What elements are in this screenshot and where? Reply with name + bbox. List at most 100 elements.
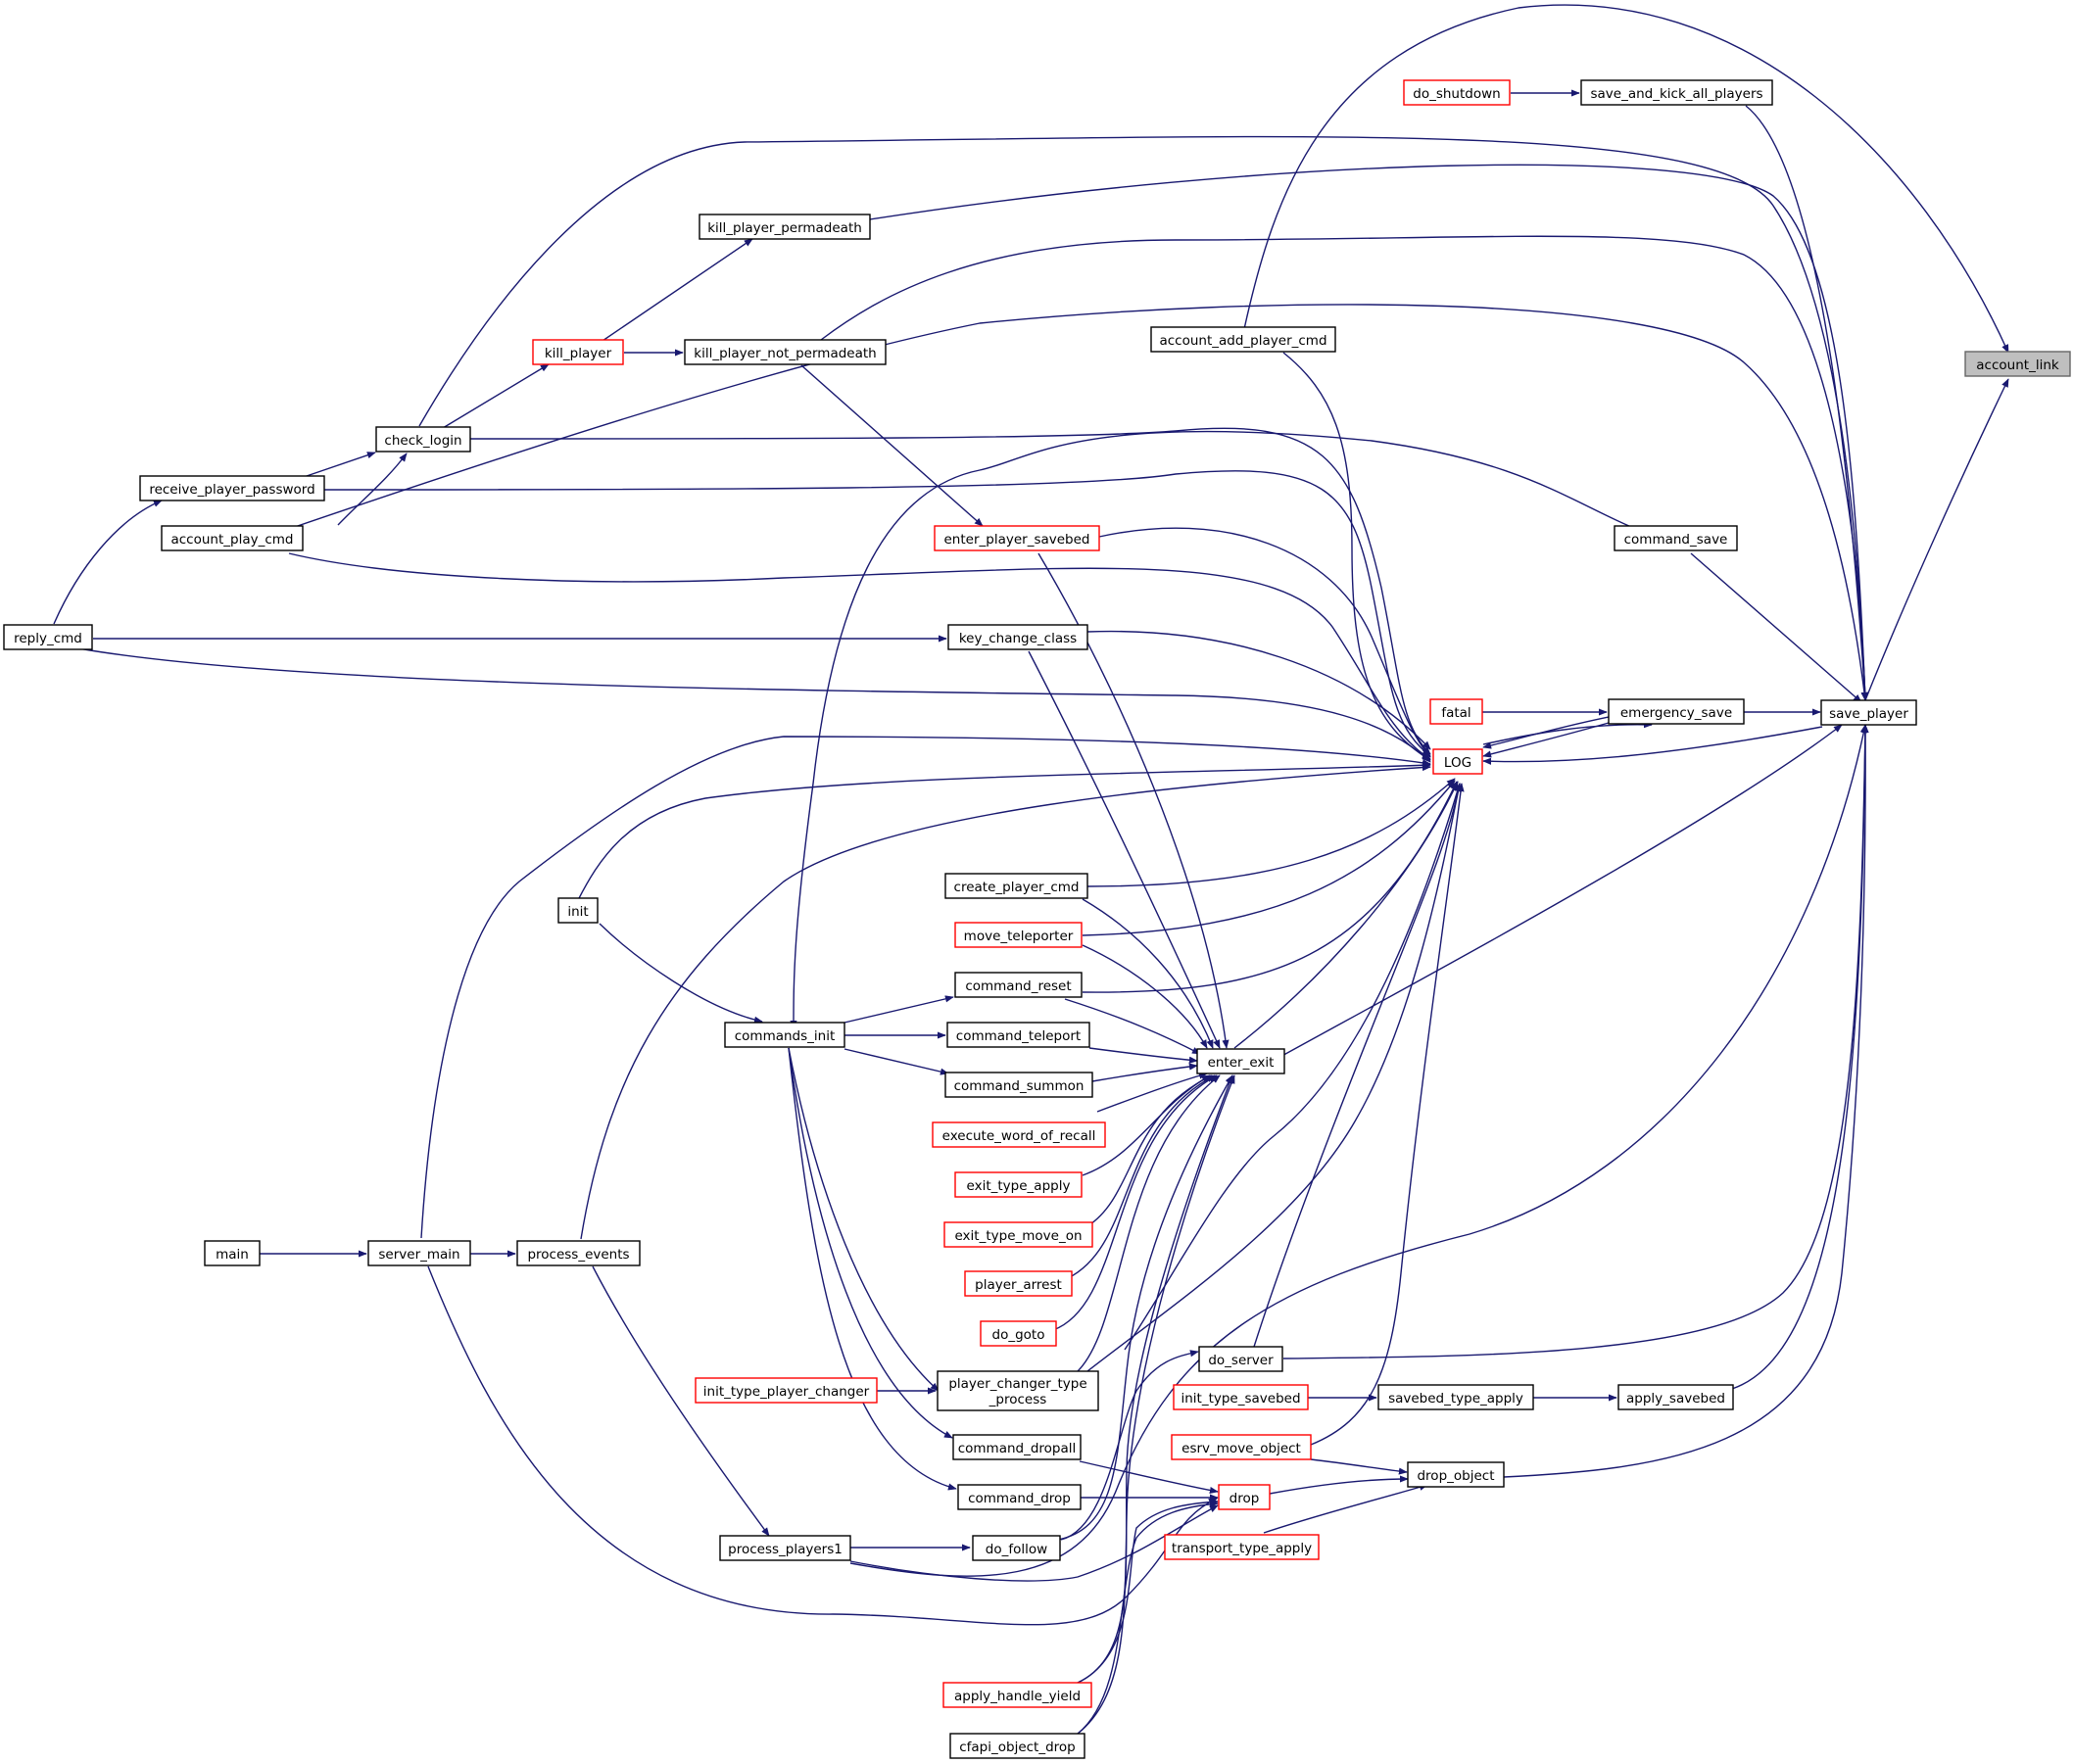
node-player-changer-type-process[interactable]: player_changer_type _process (937, 1370, 1099, 1411)
edge-cfapi_object_drop-enter_exit (1077, 1074, 1235, 1735)
node-do-server[interactable]: do_server (1198, 1346, 1283, 1372)
node-command-save[interactable]: command_save (1614, 525, 1738, 551)
node-esrv-move-object[interactable]: esrv_move_object (1171, 1434, 1312, 1460)
edge-kill_player_not_permadeath-enter_player_savebed (800, 364, 984, 527)
edge-do_follow-enter_exit (1057, 1074, 1233, 1541)
node-label: exit_type_move_on (954, 1228, 1082, 1244)
edge-enter_exit-save_player (1278, 724, 1843, 1059)
edge-do_server-save_player (1282, 724, 1869, 1359)
edge-do_server-LOG (1253, 783, 1462, 1348)
node-label: server_main (378, 1247, 459, 1263)
node-account-play-cmd[interactable]: account_play_cmd (161, 525, 304, 551)
node-save-and-kick-all-players[interactable]: save_and_kick_all_players (1580, 79, 1773, 106)
edge-enter_player_savebed-enter_exit (1037, 552, 1229, 1049)
node-save-player[interactable]: save_player (1820, 699, 1917, 726)
node-label: key_change_class (959, 631, 1077, 646)
node-account-add-player-cmd[interactable]: account_add_player_cmd (1150, 326, 1336, 353)
node-account-link[interactable]: account_link (1964, 351, 2071, 377)
node-kill-player-permadeath[interactable]: kill_player_permadeath (699, 214, 871, 240)
node-label: move_teleporter (964, 929, 1074, 944)
node-commands-init[interactable]: commands_init (724, 1022, 845, 1048)
node-server-main[interactable]: server_main (367, 1240, 471, 1266)
node-player-arrest[interactable]: player_arrest (964, 1270, 1073, 1297)
node-label: process_players1 (728, 1542, 843, 1557)
node-savebed-type-apply[interactable]: savebed_type_apply (1377, 1384, 1534, 1410)
edge-kill_player-kill_player_permadeath (599, 238, 753, 344)
node-label: esrv_move_object (1181, 1441, 1301, 1456)
edge-command_summon-enter_exit (1091, 1063, 1198, 1082)
node-command-drop[interactable]: command_drop (957, 1484, 1082, 1510)
edge-move_teleporter-enter_exit (1082, 944, 1208, 1049)
node-enter-exit[interactable]: enter_exit (1196, 1048, 1285, 1074)
node-label: process_events (527, 1247, 629, 1263)
edge-do_follow-do_server (1060, 1350, 1199, 1541)
edge-enter_player_savebed-LOG (1098, 527, 1431, 758)
node-kill-player[interactable]: kill_player (532, 339, 624, 365)
edge-process_events-LOG (580, 763, 1431, 1240)
node-cfapi-object-drop[interactable]: cfapi_object_drop (949, 1733, 1085, 1759)
node-label: enter_player_savebed (944, 532, 1090, 548)
edges (53, 4, 2009, 1735)
node-do-shutdown[interactable]: do_shutdown (1403, 79, 1511, 106)
node-key-change-class[interactable]: key_change_class (947, 624, 1088, 650)
edge-move_teleporter-LOG (1082, 780, 1456, 936)
node-label: commands_init (735, 1028, 836, 1044)
node-command-reset[interactable]: command_reset (954, 972, 1083, 998)
node-fatal[interactable]: fatal (1429, 698, 1483, 725)
node-process-events[interactable]: process_events (516, 1240, 641, 1266)
edge-emergency_save-LOG-2 (1482, 715, 1615, 749)
node-do-follow[interactable]: do_follow (972, 1535, 1061, 1561)
node-LOG[interactable]: LOG (1432, 748, 1483, 775)
node-init[interactable]: init (557, 897, 599, 924)
node-process-players1[interactable]: process_players1 (719, 1535, 851, 1561)
node-reply-cmd[interactable]: reply_cmd (3, 624, 93, 650)
edge-exit_type_move_on-enter_exit (1086, 1074, 1213, 1227)
node-command-dropall[interactable]: command_dropall (952, 1434, 1082, 1460)
edge-check_login-save_player (418, 135, 1869, 701)
edge-player_changer-enter_exit (1077, 1074, 1221, 1372)
edge-check_login-LOG (469, 427, 1431, 755)
node-label: command_dropall (958, 1441, 1077, 1456)
edge-apply_handle_yield-drop (1077, 1498, 1219, 1684)
node-receive-player-password[interactable]: receive_player_password (139, 475, 325, 501)
edge-save_player-account_link (1864, 378, 2009, 701)
node-create-player-cmd[interactable]: create_player_cmd (944, 873, 1088, 899)
node-exit-type-move-on[interactable]: exit_type_move_on (943, 1221, 1093, 1248)
node-drop[interactable]: drop (1218, 1484, 1271, 1510)
edge-command_dropall-drop (1079, 1460, 1219, 1495)
node-command-summon[interactable]: command_summon (944, 1072, 1093, 1098)
node-apply-handle-yield[interactable]: apply_handle_yield (942, 1682, 1092, 1708)
nodes: account_link save_player save_and_kick_a… (3, 79, 2071, 1759)
edge-account_add_player_cmd-LOG (1282, 352, 1431, 761)
node-command-teleport[interactable]: command_teleport (946, 1022, 1090, 1048)
node-label: save_and_kick_all_players (1590, 86, 1762, 102)
node-emergency-save[interactable]: emergency_save (1608, 698, 1745, 725)
node-label: command_save (1624, 532, 1728, 548)
edge-process_players1-drop (849, 1504, 1219, 1582)
edge-command_reset-enter_exit (1064, 998, 1201, 1055)
node-drop-object[interactable]: drop_object (1407, 1461, 1505, 1488)
node-do-goto[interactable]: do_goto (980, 1320, 1057, 1347)
node-kill-player-not-permadeath[interactable]: kill_player_not_permadeath (684, 339, 887, 365)
edge-key_change_class-enter_exit (1028, 650, 1221, 1049)
node-exit-type-apply[interactable]: exit_type_apply (954, 1171, 1083, 1198)
edge-enter_exit-LOG (1233, 781, 1459, 1049)
node-init-type-savebed[interactable]: init_type_savebed (1173, 1384, 1309, 1410)
edge-check_login-kill_player (442, 363, 550, 429)
node-check-login[interactable]: check_login (375, 426, 471, 453)
edge-player_changer-LOG (1086, 783, 1462, 1372)
node-label: do_shutdown (1413, 86, 1500, 102)
node-execute-word-of-recall[interactable]: execute_word_of_recall (932, 1121, 1106, 1148)
node-enter-player-savebed[interactable]: enter_player_savebed (934, 525, 1100, 551)
node-label: execute_word_of_recall (942, 1128, 1096, 1144)
node-main[interactable]: main (204, 1240, 261, 1266)
node-move-teleporter[interactable]: move_teleporter (954, 922, 1083, 948)
node-label: save_player (1829, 706, 1908, 722)
edge-command_reset-LOG (1082, 781, 1458, 993)
edge-process_events-process_players1 (592, 1265, 770, 1537)
node-transport-type-apply[interactable]: transport_type_apply (1164, 1534, 1320, 1560)
node-apply-savebed[interactable]: apply_savebed (1617, 1384, 1734, 1410)
node-label: fatal (1441, 705, 1470, 721)
edge-save_and_kick-save_player (1745, 105, 1869, 701)
node-init-type-player-changer[interactable]: init_type_player_changer (695, 1377, 878, 1404)
